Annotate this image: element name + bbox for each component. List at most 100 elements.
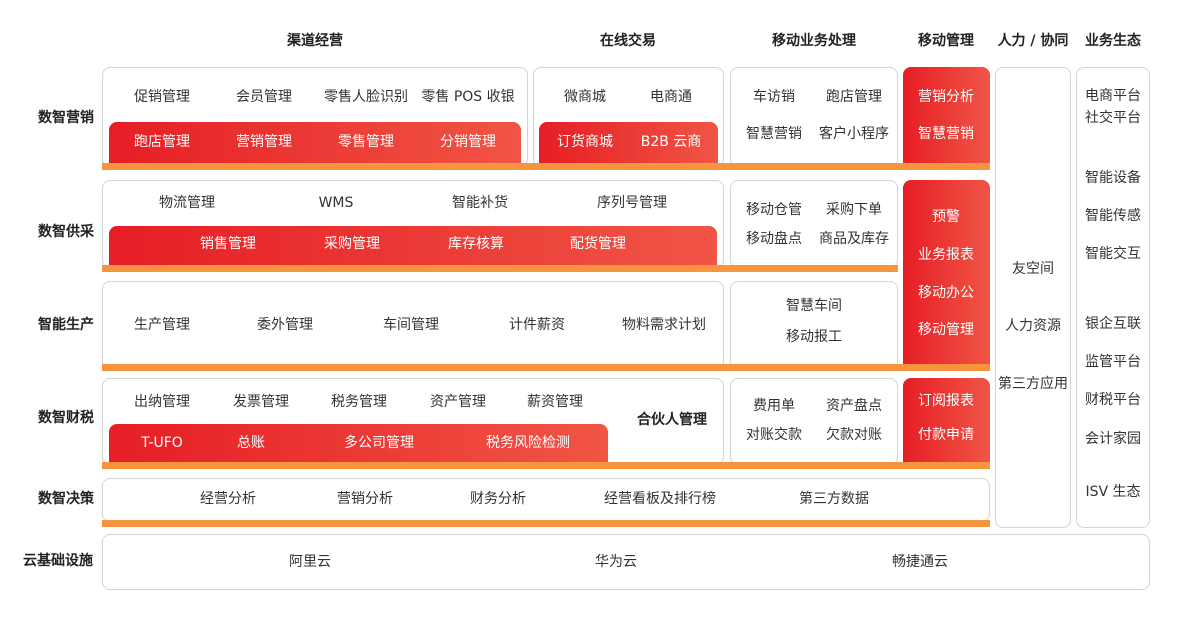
item[interactable]: 采购管理 [324, 236, 380, 252]
item[interactable]: 营销管理 [236, 134, 292, 150]
item[interactable]: 移动盘点 [746, 231, 802, 247]
item[interactable]: 资产盘点 [826, 398, 882, 414]
item[interactable]: 生产管理 [134, 317, 190, 333]
divider-bar [102, 462, 990, 469]
item[interactable]: 促销管理 [134, 89, 190, 105]
row-label-decision: 数智决策 [38, 491, 94, 507]
item[interactable]: 序列号管理 [597, 195, 667, 211]
divider-bar [102, 364, 990, 371]
item[interactable]: 车间管理 [383, 317, 439, 333]
item[interactable]: 畅捷通云 [892, 554, 948, 570]
item[interactable]: 经营看板及排行榜 [604, 491, 716, 507]
item[interactable]: 税务管理 [331, 394, 387, 410]
column-header-channel: 渠道经营 [287, 33, 343, 49]
column-header-eco: 业务生态 [1085, 33, 1141, 49]
item[interactable]: 订货商城 [557, 134, 613, 150]
item[interactable]: ISV 生态 [1085, 484, 1141, 500]
item[interactable]: 人力资源 [1005, 318, 1061, 334]
item[interactable]: 微商城 [564, 89, 606, 105]
supply-mgmt-red [903, 180, 990, 368]
item[interactable]: 客户小程序 [819, 126, 889, 142]
item[interactable]: 物流管理 [159, 195, 215, 211]
item[interactable]: 银企互联 [1085, 316, 1141, 332]
item[interactable]: 财务分析 [470, 491, 526, 507]
item[interactable]: 移动管理 [918, 322, 974, 338]
item[interactable]: 零售管理 [338, 134, 394, 150]
item[interactable]: 配货管理 [570, 236, 626, 252]
marketing-channel-red [109, 122, 521, 164]
item[interactable]: 采购下单 [826, 202, 882, 218]
marketing-mobile-box [730, 67, 898, 167]
item[interactable]: 资产管理 [430, 394, 486, 410]
item[interactable]: 财税平台 [1085, 392, 1141, 408]
decision-box [102, 478, 990, 522]
column-header-hr: 人力 / 协同 [997, 33, 1069, 49]
item[interactable]: 会计家园 [1085, 431, 1141, 447]
item[interactable]: 电商平台 [1085, 88, 1141, 104]
item[interactable]: 零售 POS 收银 [421, 89, 515, 105]
item[interactable]: 销售管理 [200, 236, 256, 252]
item[interactable]: B2B 云商 [640, 134, 702, 150]
item[interactable]: 预警 [932, 209, 960, 225]
item[interactable]: 社交平台 [1085, 110, 1141, 126]
item[interactable]: 智慧车间 [786, 298, 842, 314]
item[interactable]: 发票管理 [233, 394, 289, 410]
item[interactable]: 多公司管理 [344, 435, 414, 451]
item[interactable]: 对账交款 [746, 427, 802, 443]
item[interactable]: 总账 [237, 435, 265, 451]
item[interactable]: 友空间 [1012, 261, 1054, 277]
marketing-mgmt-red [903, 67, 990, 167]
item[interactable]: 商品及库存 [819, 231, 889, 247]
item[interactable]: 智能设备 [1085, 170, 1141, 186]
row-label-cloud: 云基础设施 [23, 553, 93, 569]
partner-management[interactable]: 合伙人管理 [637, 412, 707, 428]
item[interactable]: 智慧营销 [918, 126, 974, 142]
row-label-finance: 数智财税 [38, 410, 94, 426]
item[interactable]: 库存核算 [448, 236, 504, 252]
item[interactable]: 华为云 [595, 554, 637, 570]
item[interactable]: 智慧营销 [746, 126, 802, 142]
item[interactable]: 业务报表 [918, 247, 974, 263]
item[interactable]: 会员管理 [236, 89, 292, 105]
item[interactable]: 委外管理 [257, 317, 313, 333]
item[interactable]: 移动办公 [918, 285, 974, 301]
item[interactable]: 营销分析 [337, 491, 393, 507]
item[interactable]: 跑店管理 [826, 89, 882, 105]
cloud-box [102, 534, 1150, 590]
divider-bar [102, 163, 990, 170]
divider-bar [102, 265, 898, 272]
item[interactable]: 第三方应用 [998, 376, 1068, 392]
item[interactable]: 物料需求计划 [622, 317, 706, 333]
item[interactable]: WMS [318, 195, 354, 211]
marketing-online-red [539, 122, 718, 164]
item[interactable]: 阿里云 [289, 554, 331, 570]
item[interactable]: 订阅报表 [918, 393, 974, 409]
item[interactable]: 欠款对账 [826, 427, 882, 443]
item[interactable]: 第三方数据 [799, 491, 869, 507]
item[interactable]: 电商通 [650, 89, 692, 105]
column-header-online: 在线交易 [600, 33, 656, 49]
item[interactable]: 智能交互 [1085, 246, 1141, 262]
row-label-supply: 数智供采 [38, 224, 94, 240]
column-header-mobile-mgmt: 移动管理 [918, 33, 974, 49]
item[interactable]: 分销管理 [440, 134, 496, 150]
item[interactable]: 移动仓管 [746, 202, 802, 218]
item[interactable]: 费用单 [753, 398, 795, 414]
item[interactable]: 计件薪资 [509, 317, 565, 333]
item[interactable]: 薪资管理 [527, 394, 583, 410]
item[interactable]: T-UFO [141, 435, 183, 451]
item[interactable]: 智能传感 [1085, 208, 1141, 224]
item[interactable]: 监管平台 [1085, 354, 1141, 370]
item[interactable]: 税务风险检测 [486, 435, 570, 451]
item[interactable]: 智能补货 [452, 195, 508, 211]
item[interactable]: 零售人脸识别 [324, 89, 408, 105]
item[interactable]: 经营分析 [200, 491, 256, 507]
item[interactable]: 付款申请 [918, 427, 974, 443]
item[interactable]: 营销分析 [918, 89, 974, 105]
item[interactable]: 移动报工 [786, 329, 842, 345]
row-label-production: 智能生产 [38, 317, 94, 333]
item[interactable]: 跑店管理 [134, 134, 190, 150]
item[interactable]: 出纳管理 [134, 394, 190, 410]
item[interactable]: 车访销 [753, 89, 795, 105]
eco-column [1076, 67, 1150, 528]
